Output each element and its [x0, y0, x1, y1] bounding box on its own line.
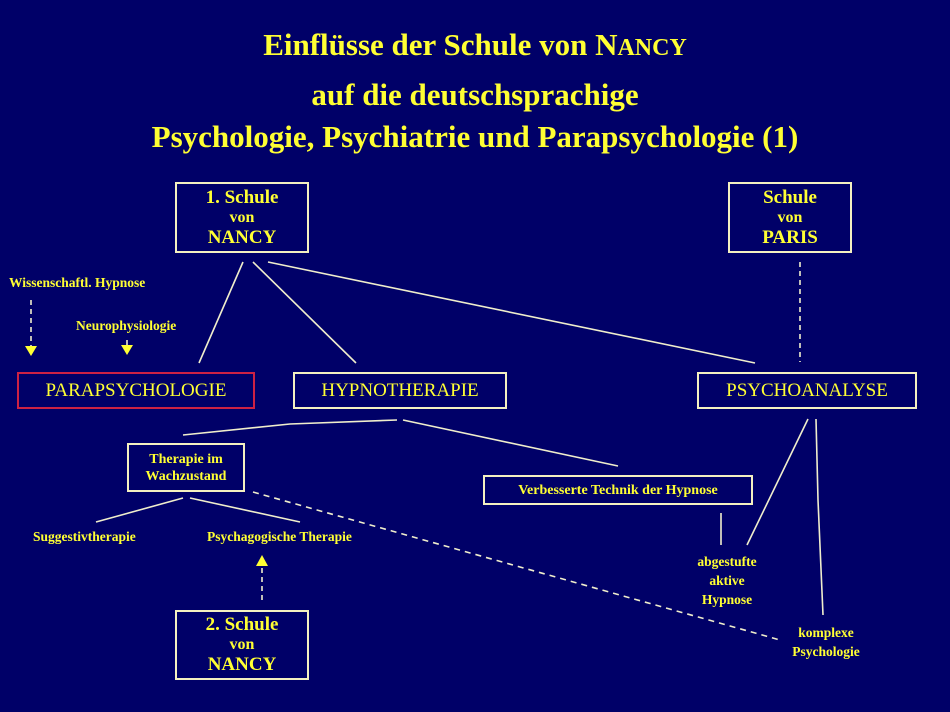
node-text: Therapie im [149, 451, 223, 467]
edge-suggestiv [95, 497, 184, 523]
node-text: von [777, 208, 803, 226]
arrowhead-icon [25, 346, 37, 356]
title-text: Einflüsse der Schule von N [263, 27, 618, 62]
node-schule-nancy-1: 1. Schule von NANCY [175, 182, 309, 253]
node-text: 2. Schule [205, 614, 279, 635]
label-abgestufte-aktive-hypnose: abgestufte aktive Hypnose [677, 552, 777, 609]
node-text: PSYCHOANALYSE [726, 379, 888, 401]
label-line: Psychologie [792, 644, 860, 659]
node-verbesserte-technik: Verbesserte Technik der Hypnose [483, 475, 753, 505]
title-smallcaps: ANCY [617, 35, 687, 61]
node-schule-paris: Schule von PARIS [728, 182, 852, 253]
node-text: Wachzustand [145, 468, 227, 484]
node-therapie-wachzustand: Therapie im Wachzustand [127, 443, 245, 492]
edge-nancy-hypnotherapie [252, 261, 357, 364]
label-line: komplexe [798, 625, 854, 640]
label-line: abgestufte [697, 554, 757, 569]
label-neurophysiologie: Neurophysiologie [76, 318, 177, 333]
label-komplexe-psychologie: komplexe Psychologie [776, 623, 876, 661]
label-wissenschaftl-hypnose: Wissenschaftl. Hypnose [9, 275, 146, 290]
node-text: NANCY [207, 654, 277, 675]
node-text: NANCY [207, 226, 277, 248]
node-parapsychologie: PARAPSYCHOLOGIE [17, 372, 255, 409]
node-psychoanalyse: PSYCHOANALYSE [697, 372, 917, 409]
edge-psa-komplexe [815, 418, 824, 616]
edge-therapie-komplexe [252, 491, 781, 641]
node-text: PARAPSYCHOLOGIE [45, 379, 227, 401]
node-text: von [229, 208, 255, 226]
node-text: Schule [763, 186, 817, 208]
arrowhead-icon [121, 345, 133, 355]
node-hypnotherapie: HYPNOTHERAPIE [293, 372, 507, 409]
node-text: 1. Schule [205, 186, 279, 208]
edge-hypno-therapie [182, 419, 398, 436]
label-line: aktive [709, 573, 745, 588]
edge-nancy-psychoanalyse [267, 261, 756, 364]
node-text: HYPNOTHERAPIE [321, 379, 479, 401]
node-text: PARIS [762, 226, 818, 248]
title-line-3: Psychologie, Psychiatrie und Parapsychol… [151, 119, 799, 154]
title-line-2: auf die deutschsprachige [311, 77, 639, 112]
label-psychagogische-therapie: Psychagogische Therapie [207, 529, 352, 544]
edge-nancy-parapsychologie [198, 261, 244, 364]
arrowhead-icon [256, 555, 268, 566]
node-schule-nancy-2: 2. Schule von NANCY [175, 610, 309, 680]
edge-hypno-verbesserte [402, 419, 619, 467]
node-text: von [229, 636, 255, 653]
title-line-1: Einflüsse der Schule von NANCY [0, 24, 950, 69]
node-text: Verbesserte Technik der Hypnose [518, 482, 718, 498]
edge-psa-abgestufte [746, 418, 809, 546]
label-suggestivtherapie: Suggestivtherapie [33, 529, 136, 544]
label-line: Hypnose [701, 592, 753, 607]
edge-psychagogisch [189, 497, 301, 523]
